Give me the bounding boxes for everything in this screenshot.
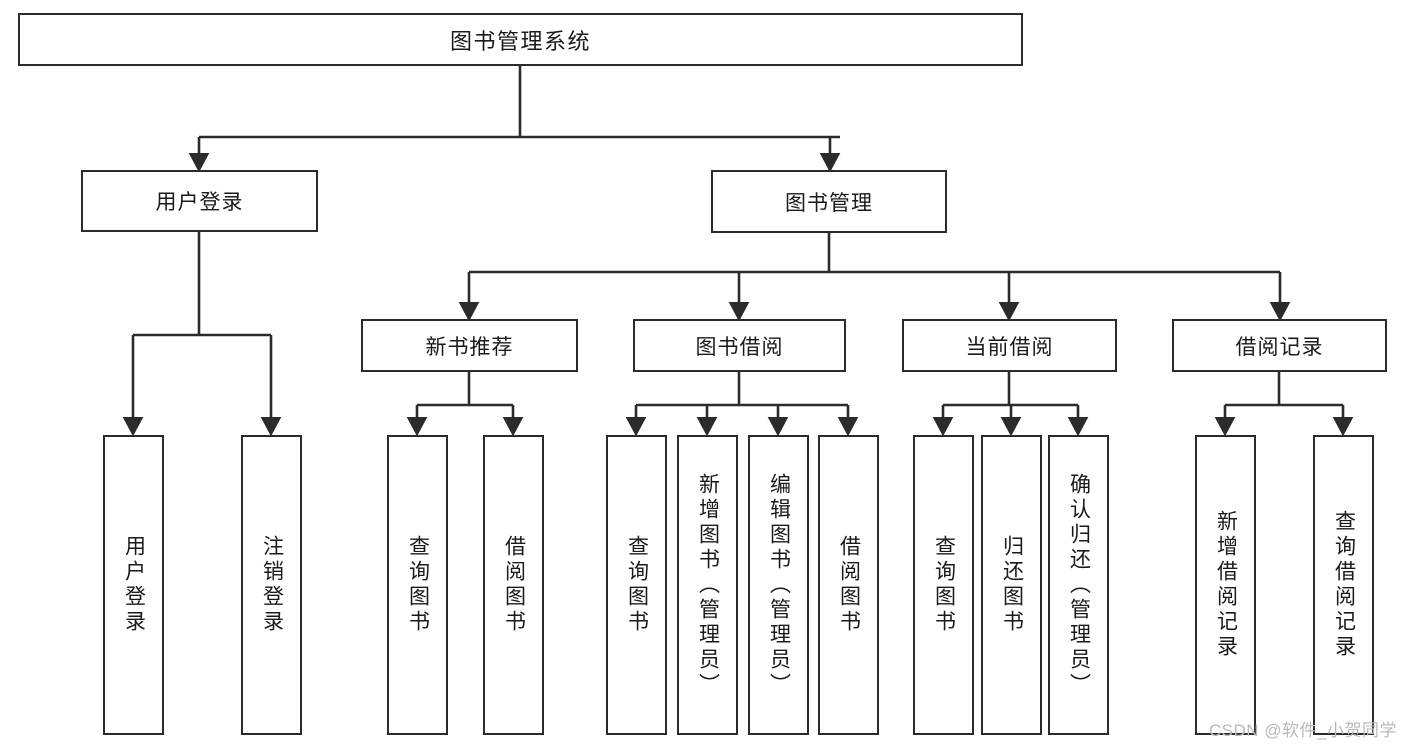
- leaf-confirm-return-admin[interactable]: 确认归还（管理员）: [1048, 435, 1109, 735]
- watermark: CSDN @软件_小贺同学: [1208, 721, 1397, 740]
- node-user-login[interactable]: 用户登录: [81, 170, 318, 232]
- leaf-add-book-admin[interactable]: 新增图书（管理员）: [677, 435, 738, 735]
- leaf-borrow-book-recommend[interactable]: 借阅图书: [483, 435, 544, 735]
- leaf-edit-book-admin[interactable]: 编辑图书（管理员）: [748, 435, 809, 735]
- leaf-user-login[interactable]: 用户登录: [103, 435, 164, 735]
- leaf-add-borrow-record[interactable]: 新增借阅记录: [1195, 435, 1256, 735]
- node-borrow-record[interactable]: 借阅记录: [1172, 319, 1387, 372]
- leaf-query-book-current[interactable]: 查询图书: [913, 435, 974, 735]
- leaf-query-book-recommend[interactable]: 查询图书: [387, 435, 448, 735]
- node-current-borrow[interactable]: 当前借阅: [902, 319, 1117, 372]
- node-book-management[interactable]: 图书管理: [711, 170, 947, 233]
- node-root[interactable]: 图书管理系统: [18, 13, 1023, 66]
- leaf-query-borrow-record[interactable]: 查询借阅记录: [1313, 435, 1374, 735]
- leaf-borrow-book[interactable]: 借阅图书: [818, 435, 879, 735]
- leaf-query-book-borrow[interactable]: 查询图书: [606, 435, 667, 735]
- node-book-borrow[interactable]: 图书借阅: [633, 319, 846, 372]
- node-new-book-recommend[interactable]: 新书推荐: [361, 319, 578, 372]
- leaf-logout[interactable]: 注销登录: [241, 435, 302, 735]
- leaf-return-book[interactable]: 归还图书: [981, 435, 1042, 735]
